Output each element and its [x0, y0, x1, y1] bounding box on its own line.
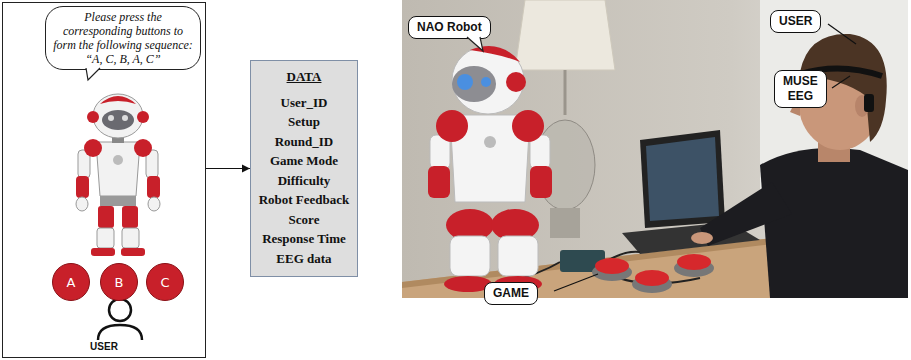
- scenario-panel: USER Please press the corresponding butto…: [2, 2, 206, 358]
- robot-eye: [108, 115, 114, 121]
- game-button-dome: [635, 270, 669, 286]
- data-field: Robot Feedback: [255, 190, 353, 210]
- nao-eye: [457, 74, 473, 90]
- robot-hip: [100, 196, 136, 206]
- data-field: Score: [255, 210, 353, 230]
- robot-shoulder: [134, 139, 152, 157]
- nao-shoulder: [436, 110, 468, 142]
- nao-shin: [498, 236, 538, 276]
- leader-lines: [554, 24, 856, 291]
- bubble-tail: [86, 68, 100, 80]
- robot-eye: [122, 115, 128, 121]
- laptop-screen: [646, 137, 719, 221]
- nao-shin: [450, 236, 490, 276]
- eeg-sensor: [864, 94, 874, 112]
- callout-box: USER: [770, 10, 821, 33]
- robot-chest: [113, 155, 123, 165]
- leader-line: [554, 274, 598, 291]
- nao-eye: [481, 77, 491, 87]
- user-arm: [700, 182, 792, 246]
- robot-foot: [121, 248, 145, 256]
- bubble-tail: [467, 37, 483, 51]
- nao-arm: [428, 166, 450, 198]
- button-circle: C: [146, 263, 184, 301]
- flow-arrow: [206, 168, 250, 169]
- bubble-tail: [86, 68, 102, 81]
- robot-arm: [147, 176, 160, 198]
- robot-shin: [122, 228, 139, 248]
- robot-ear: [137, 111, 149, 123]
- callout-label: GAME: [493, 286, 529, 301]
- robot-face: [102, 110, 134, 130]
- lamp-foot: [550, 208, 580, 238]
- robot-head: [93, 94, 143, 138]
- game-button-dome: [595, 258, 629, 274]
- nao-shoulder: [512, 110, 544, 142]
- robot-shoulder: [84, 139, 102, 157]
- nao-ear: [506, 72, 526, 92]
- data-field: Round_ID: [255, 132, 353, 152]
- robot-head-top: [100, 96, 136, 104]
- nao-arm: [530, 166, 552, 198]
- robot-hand: [148, 197, 160, 211]
- robot-arm: [76, 176, 89, 198]
- callout-box: GAME: [484, 282, 538, 305]
- button-letter: B: [115, 275, 124, 290]
- user-body: [760, 148, 908, 298]
- user-hand: [691, 232, 713, 244]
- lamp-shade: [515, 0, 615, 70]
- robot-shin: [97, 228, 114, 248]
- robot-leg: [122, 206, 138, 228]
- nao-head-top: [470, 46, 520, 62]
- speech-bubble: Please press the corresponding buttons t…: [45, 6, 201, 70]
- nao-chest: [484, 136, 496, 148]
- button-circle: B: [100, 263, 138, 301]
- robot-leg: [98, 206, 114, 228]
- robot-ear: [87, 111, 99, 123]
- bubble-tail: [467, 37, 485, 52]
- nao-face: [452, 66, 496, 102]
- laptop-lid: [640, 130, 725, 228]
- robot-foot: [91, 248, 115, 256]
- lab-photo: [402, 0, 908, 298]
- callout-bubble: NAO Robot: [408, 16, 491, 39]
- data-field: Response Time: [255, 229, 353, 249]
- panel-label: USER: [3, 341, 205, 353]
- callout-label: USER: [779, 14, 812, 29]
- leader-line: [832, 76, 850, 88]
- robot-drawing: [76, 94, 160, 256]
- button-letter: A: [67, 275, 76, 290]
- user-icon: [98, 299, 142, 340]
- photo-wall: [402, 0, 908, 298]
- leader-line: [828, 24, 856, 44]
- button-letter: C: [160, 275, 169, 290]
- data-field: Game Mode: [255, 151, 353, 171]
- data-field: Difficulty: [255, 171, 353, 191]
- data-field: Setup: [255, 112, 353, 132]
- robot-torso: [96, 142, 140, 196]
- robot-hand: [76, 197, 88, 211]
- callout-label: MUSE EEG: [783, 74, 818, 104]
- user-icon-head: [109, 299, 131, 321]
- data-field: DATA: [255, 67, 353, 87]
- lamp-stem: [564, 70, 567, 115]
- user-icon-body: [98, 325, 142, 340]
- data-field: EEG data: [255, 249, 353, 269]
- callout-label: NAO Robot: [417, 20, 482, 35]
- data-box: DATA User_IDSetupRound_IDGame ModeDifficu…: [250, 60, 358, 277]
- button-circle: A: [52, 263, 90, 301]
- callout-box: MUSE EEG: [774, 70, 827, 108]
- robot-instruction: Please press the corresponding buttons t…: [52, 10, 194, 66]
- data-field: User_ID: [255, 93, 353, 113]
- game-button-dome: [677, 254, 711, 270]
